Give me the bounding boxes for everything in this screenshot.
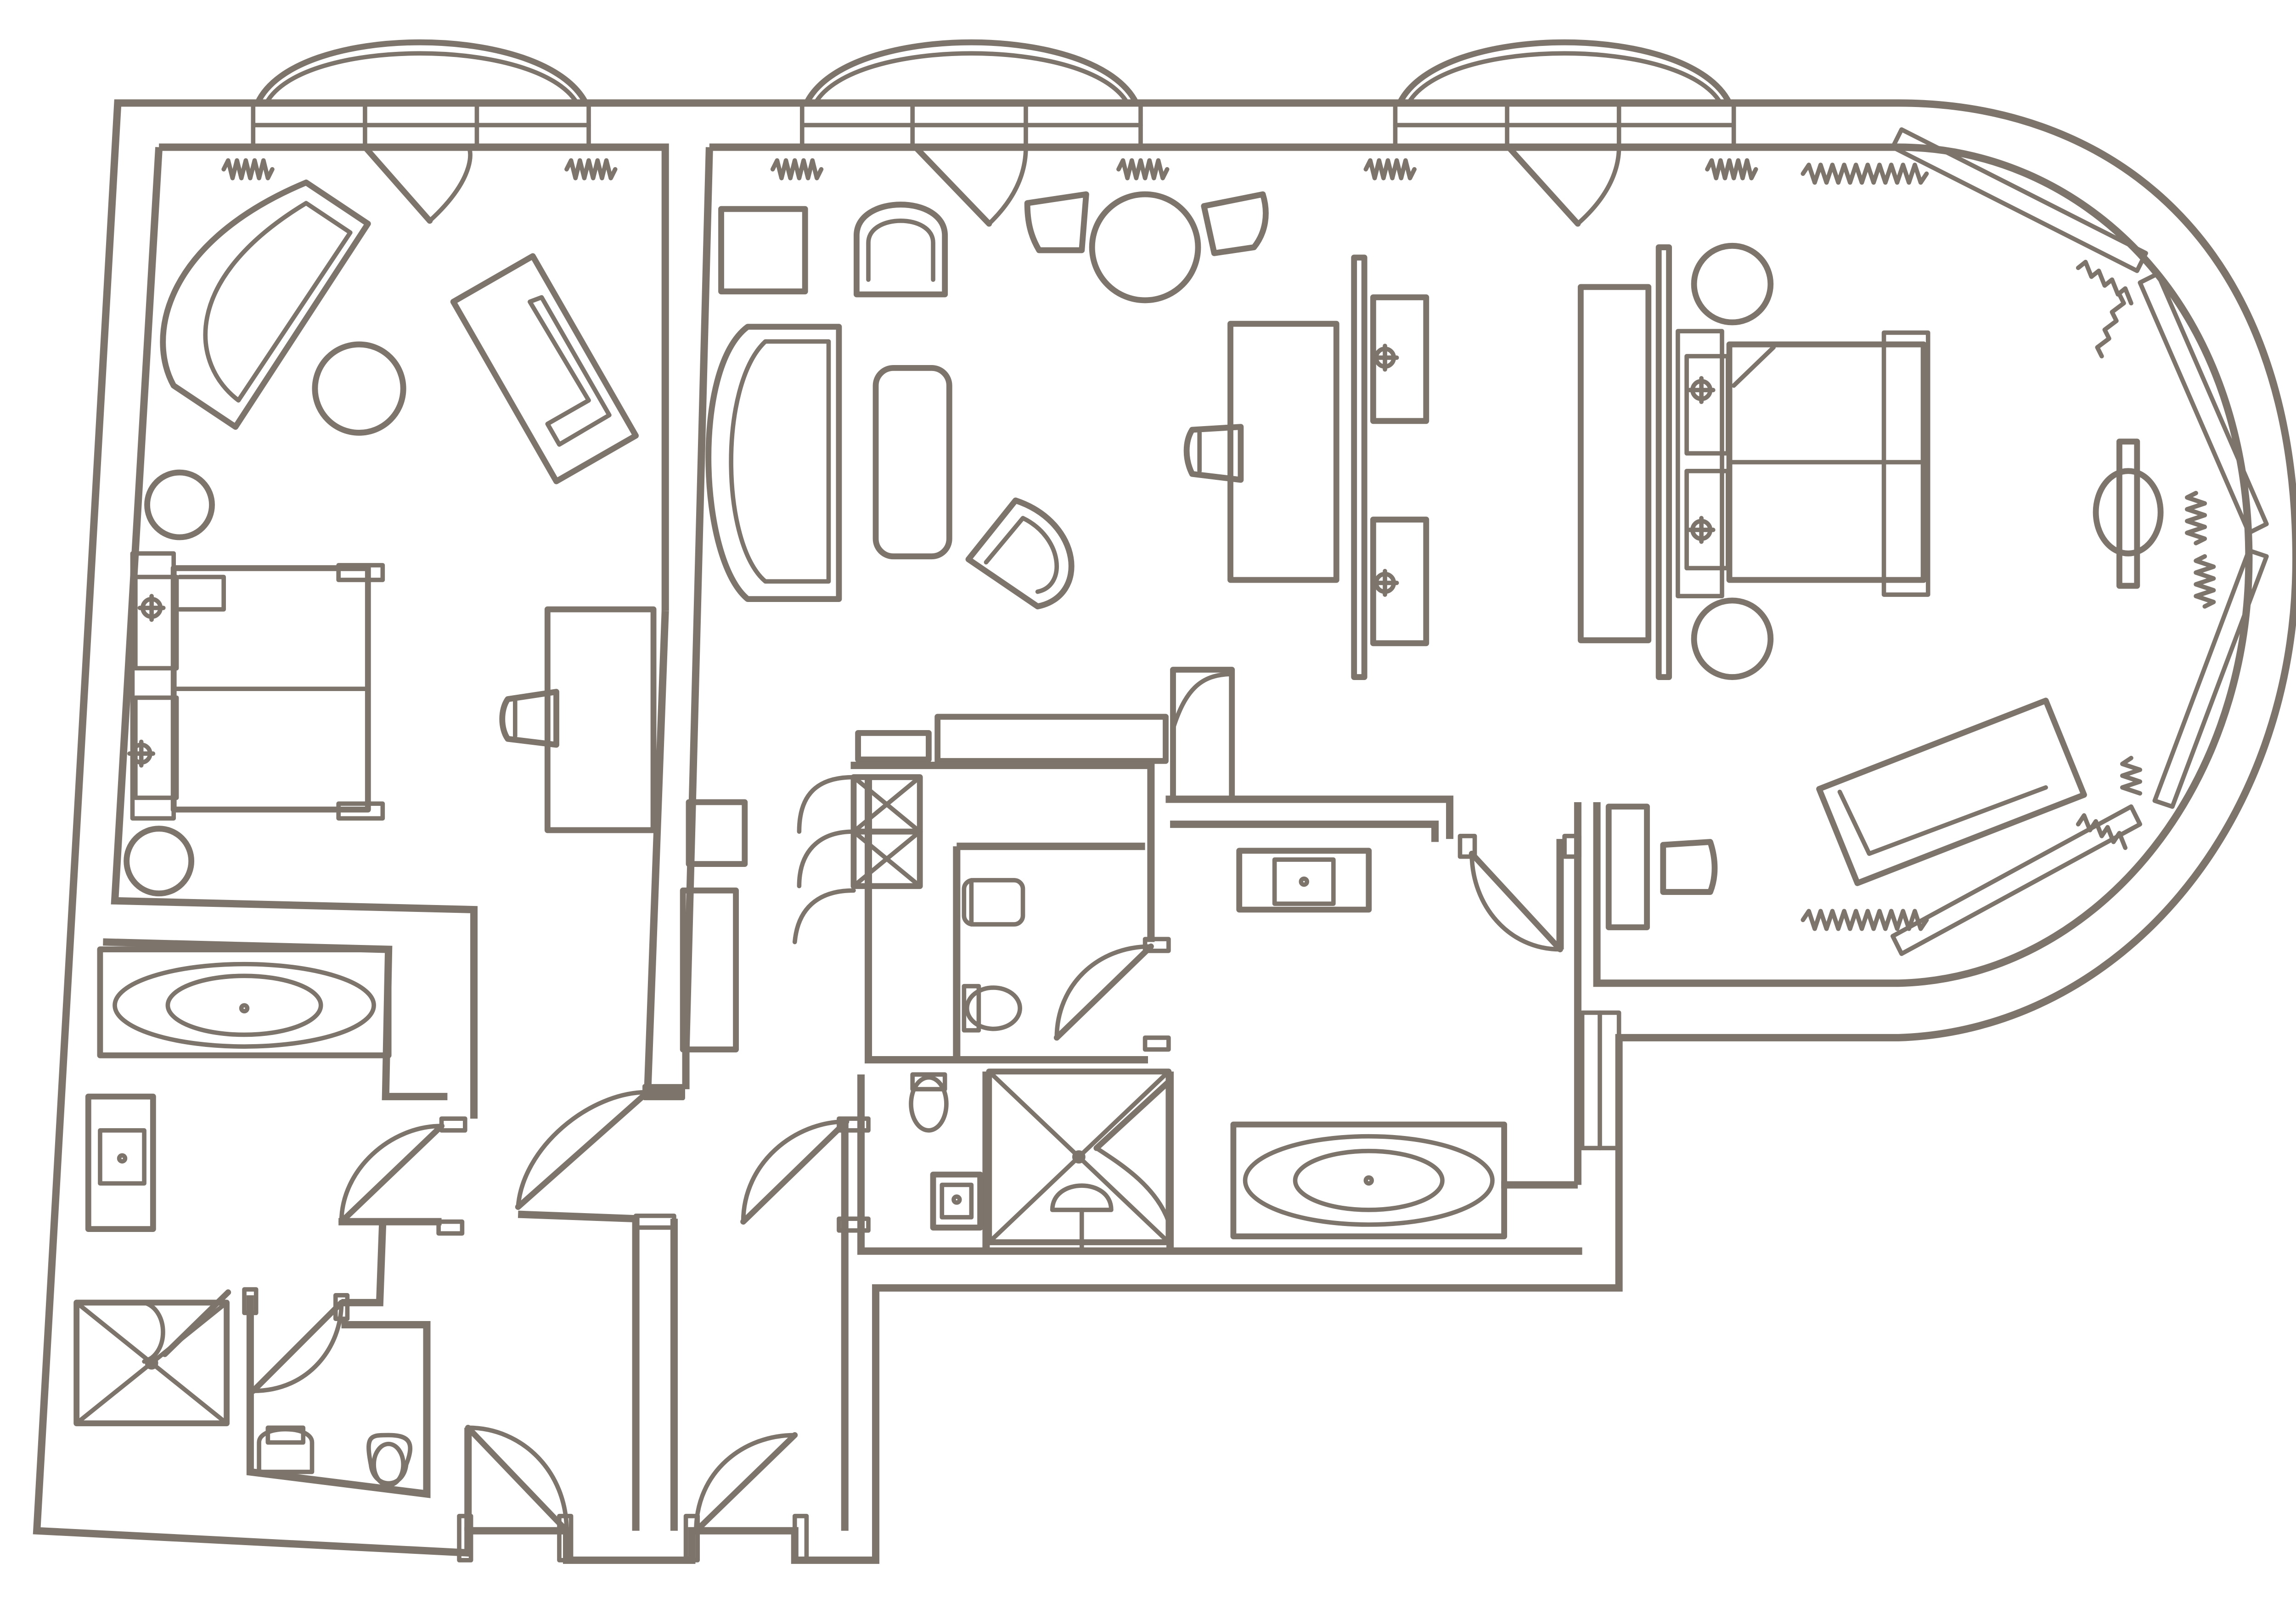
door-jambs bbox=[242, 833, 1581, 1563]
wc-door bbox=[1053, 943, 1154, 1041]
bay-window-center bbox=[799, 39, 1143, 150]
shower-master bbox=[986, 1068, 1172, 1251]
bathtub-master bbox=[1230, 1121, 1508, 1240]
bed-left bbox=[127, 551, 385, 821]
living-room bbox=[705, 144, 1429, 680]
closet-cabinet bbox=[1170, 667, 1235, 803]
round-table-left bbox=[144, 469, 215, 540]
bathtub-left bbox=[97, 946, 392, 1058]
entry-door-bottom-left bbox=[465, 1424, 570, 1534]
sofa-curved-right bbox=[705, 324, 842, 602]
left-bath-door bbox=[250, 1123, 445, 1394]
curtains bbox=[221, 158, 2216, 931]
desk-left bbox=[499, 606, 657, 833]
left-bedroom bbox=[124, 144, 657, 897]
toilet-left-a bbox=[257, 1425, 315, 1474]
dressing-area bbox=[792, 667, 1235, 945]
right-suite-top-wall bbox=[709, 143, 2253, 987]
armchair-swivel bbox=[965, 497, 1075, 610]
closet-door-hall bbox=[740, 1119, 850, 1225]
armchair-round-top bbox=[853, 202, 948, 298]
wardrobe-units bbox=[792, 774, 923, 945]
tv-console bbox=[1183, 321, 1339, 583]
small-sink bbox=[930, 1171, 984, 1231]
left-bathroom bbox=[73, 938, 448, 1498]
chaise-lounge-left bbox=[450, 253, 639, 484]
dining-chair-b bbox=[1201, 191, 1269, 256]
closet-cabinet-door bbox=[1171, 672, 1234, 731]
shower-left bbox=[73, 1289, 231, 1427]
left-room-outer-wall bbox=[111, 147, 478, 1531]
bay-window-right bbox=[1393, 39, 1736, 150]
exterior-wall-outer bbox=[33, 99, 2296, 1564]
main-entrance-door-left bbox=[515, 1089, 651, 1210]
balcony-door-right bbox=[1505, 144, 1621, 227]
coffee-table bbox=[872, 365, 952, 560]
left-balcony-door bbox=[362, 144, 473, 224]
side-table-left bbox=[312, 341, 406, 436]
round-ottoman-master bbox=[2093, 439, 2164, 589]
closet-shelf-a bbox=[855, 730, 932, 763]
desk-master bbox=[1605, 804, 1718, 930]
bed-master bbox=[1676, 329, 1930, 599]
partition-with-sinks bbox=[1351, 254, 1429, 680]
master-bedroom bbox=[1505, 144, 2164, 930]
bay-window-left bbox=[251, 39, 591, 150]
right-suite-left-wall bbox=[682, 147, 713, 1053]
toilet-second bbox=[909, 1072, 949, 1133]
round-table-left-bottom bbox=[124, 826, 195, 897]
toilet-left-b bbox=[366, 1433, 413, 1488]
bidet bbox=[962, 878, 1025, 927]
headboard-wall bbox=[1655, 244, 1672, 680]
nightstand-top bbox=[1691, 242, 1774, 326]
nightstand-bottom bbox=[1691, 597, 1774, 680]
hall-console-top bbox=[686, 799, 748, 867]
entrance-hall bbox=[465, 611, 850, 1534]
dining-chair-a bbox=[1024, 191, 1089, 253]
windows bbox=[221, 39, 2269, 1151]
master-bathroom bbox=[850, 761, 1582, 1255]
sink-left bbox=[85, 1093, 156, 1232]
closet-shelf-b bbox=[934, 714, 1169, 764]
wardrobe-master bbox=[1577, 284, 1652, 643]
sofa-curved-left bbox=[160, 180, 371, 430]
master-bath-door bbox=[1469, 850, 1563, 952]
armchair-square bbox=[718, 206, 808, 295]
entry-door-bottom-right bbox=[693, 1432, 798, 1534]
balcony-door-center bbox=[912, 144, 1028, 227]
toilet-master bbox=[962, 984, 1022, 1033]
dining-table bbox=[1089, 191, 1201, 304]
rounded-end-windows bbox=[1580, 127, 2269, 1151]
vanity-sink-master bbox=[1236, 848, 1372, 913]
chaise-lounge-master bbox=[1816, 697, 2087, 886]
hall-walls bbox=[518, 611, 849, 1531]
hall-console bbox=[680, 887, 739, 1052]
exterior-walls bbox=[33, 99, 2296, 1564]
